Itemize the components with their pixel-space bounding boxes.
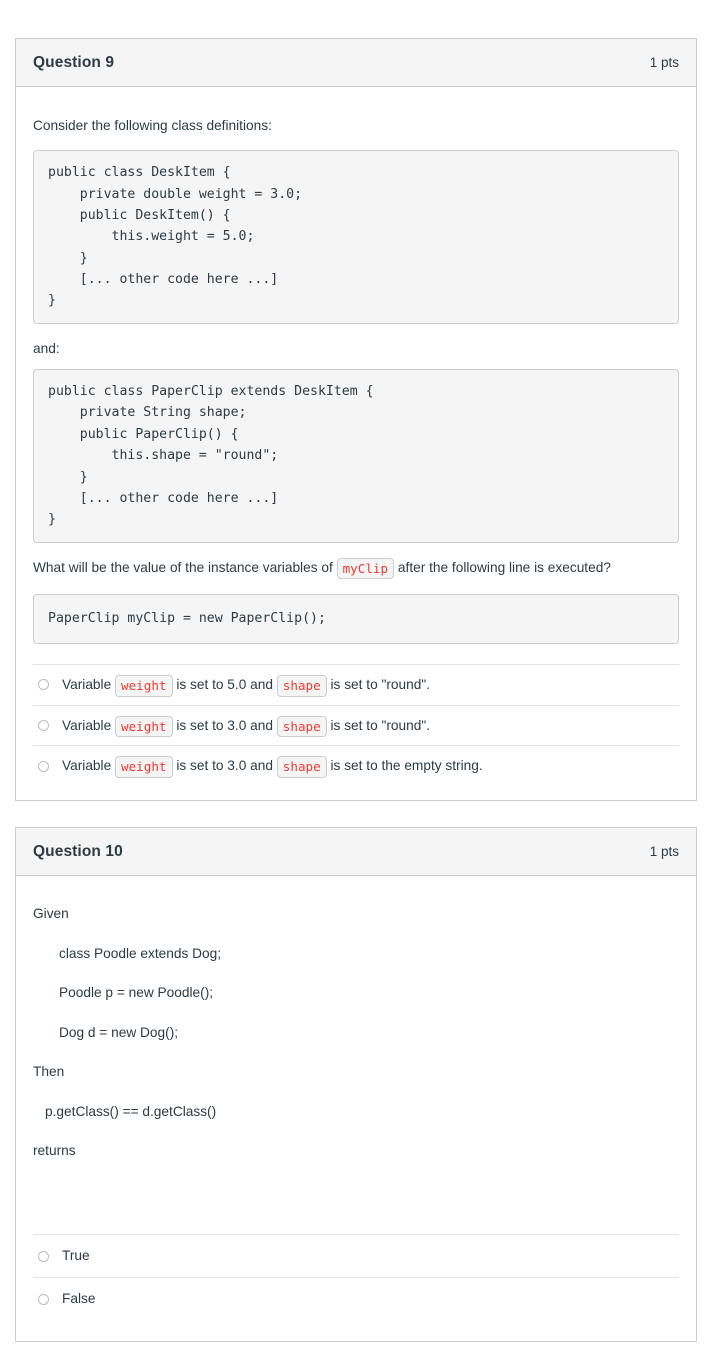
radio-icon[interactable]: [38, 719, 49, 731]
answer-option-3[interactable]: Variable weight is set to 3.0 and shape …: [33, 745, 679, 786]
answer-option-1-label: Variable weight is set to 5.0 and shape …: [62, 674, 431, 697]
question-10-answers: True False: [33, 1233, 679, 1341]
statement-line-given: Given: [33, 906, 69, 922]
inline-code-shape: shape: [276, 674, 327, 697]
question-card-9: Question 9 1 pts Consider the following …: [15, 38, 697, 802]
question-9-answers: Variable weight is set to 5.0 and shape …: [33, 663, 679, 800]
inline-code-shape: shape: [276, 756, 327, 779]
answer-3-seg-2: is set to 3.0 and: [176, 758, 273, 774]
answer-option-3-label: Variable weight is set to 3.0 and shape …: [62, 755, 483, 779]
radio-icon[interactable]: [38, 1250, 49, 1262]
answer-1-seg-1: Variable: [62, 676, 112, 692]
inline-code-myclip: myClip: [336, 557, 395, 580]
question-9-intro: Consider the following class definitions…: [33, 118, 272, 133]
statement-line-getclass: p.getClass() == d.getClass(): [45, 1103, 217, 1119]
question-10-points: 1 pts: [649, 844, 679, 860]
inline-code-weight: weight: [115, 756, 173, 779]
statement-line-dog-d: Dog d = new Dog();: [59, 1024, 179, 1040]
question-10-body: Given class Poodle extends Dog; Poodle p…: [16, 876, 696, 1341]
answer-1-seg-2: is set to 5.0 and: [176, 676, 273, 692]
answer-2-seg-3: is set to "round".: [330, 717, 431, 733]
question-card-10: Question 10 1 pts Given class Poodle ext…: [15, 827, 697, 1342]
question-9-and-label: and:: [33, 340, 60, 356]
answer-option-false[interactable]: False: [33, 1277, 679, 1321]
question-9-body: Consider the following class definitions…: [16, 87, 696, 800]
answer-option-2[interactable]: Variable weight is set to 3.0 and shape …: [33, 704, 679, 746]
question-10-statement: Given class Poodle extends Dog; Poodle p…: [33, 904, 679, 1162]
answer-1-seg-3: is set to "round".: [330, 676, 431, 692]
answer-2-seg-2: is set to 3.0 and: [176, 717, 273, 733]
radio-icon[interactable]: [38, 1294, 49, 1306]
statement-line-returns: returns: [33, 1143, 76, 1159]
inline-code-weight: weight: [115, 715, 173, 738]
answer-option-true-label: True: [62, 1247, 90, 1263]
code-block-paperclip: public class PaperClip extends DeskItem …: [33, 369, 679, 543]
answer-3-seg-1: Variable: [62, 758, 112, 774]
code-block-declaration: PaperClip myClip = new PaperClip();: [33, 594, 679, 644]
statement-line-then: Then: [33, 1064, 65, 1080]
answer-option-1[interactable]: Variable weight is set to 5.0 and shape …: [33, 663, 679, 705]
inline-code-weight: weight: [115, 674, 173, 697]
question-10-header: Question 10 1 pts: [16, 828, 696, 877]
answer-3-seg-3: is set to the empty string.: [330, 758, 483, 774]
radio-icon[interactable]: [38, 760, 49, 772]
answer-option-2-label: Variable weight is set to 3.0 and shape …: [62, 715, 431, 738]
radio-icon[interactable]: [38, 679, 49, 691]
question-9-header: Question 9 1 pts: [16, 39, 696, 87]
question-10-title: Question 10: [33, 842, 123, 860]
question-9-prompt-part-1: What will be the value of the instance v…: [33, 559, 333, 575]
question-9-prompt: What will be the value of the instance v…: [33, 557, 679, 580]
statement-line-poodle-p: Poodle p = new Poodle();: [59, 985, 214, 1001]
question-10-spacer: [33, 1162, 679, 1206]
question-9-title: Question 9: [33, 53, 115, 71]
code-block-deskitem: public class DeskItem { private double w…: [33, 150, 679, 324]
inline-code-shape: shape: [276, 715, 327, 738]
statement-line-class-poodle: class Poodle extends Dog;: [59, 945, 222, 961]
answer-option-false-label: False: [62, 1291, 96, 1307]
answer-2-seg-1: Variable: [62, 717, 112, 733]
answer-option-true[interactable]: True: [33, 1233, 679, 1278]
question-9-prompt-part-2: after the following line is executed?: [397, 559, 611, 575]
question-9-points: 1 pts: [649, 55, 679, 70]
